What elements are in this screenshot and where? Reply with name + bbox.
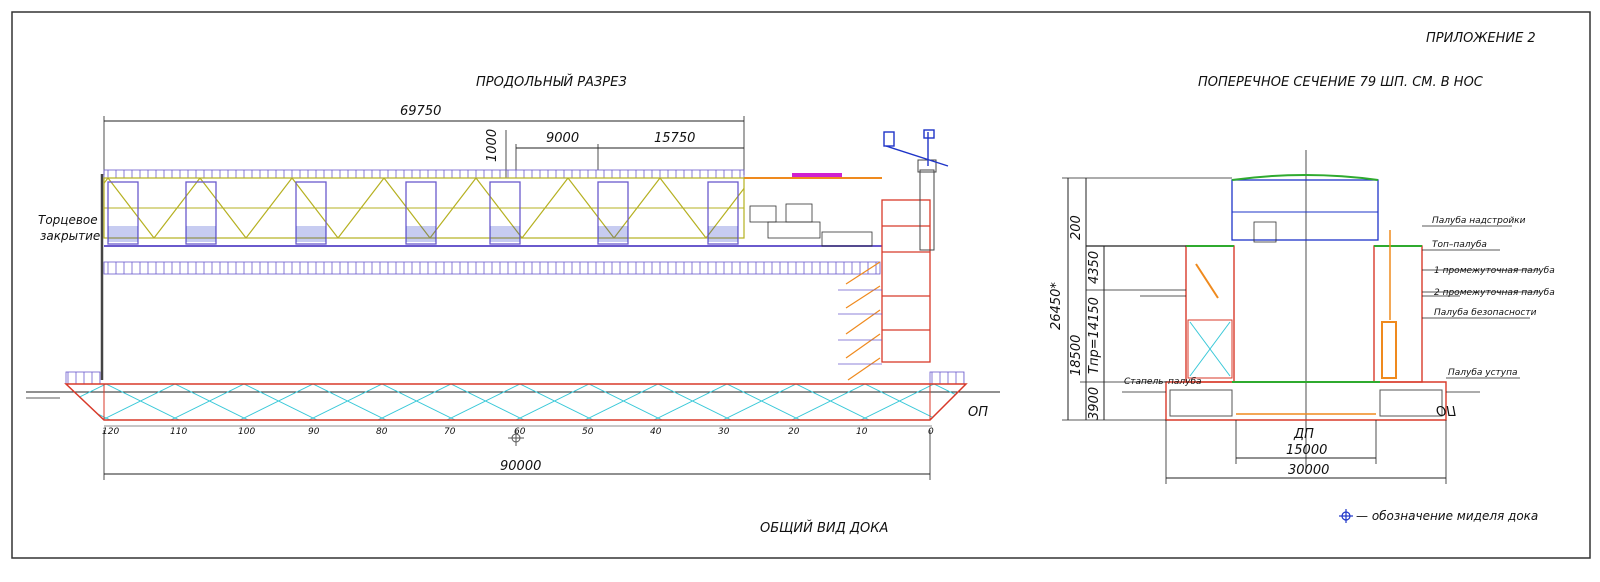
- end-closure-label-1: Торцевое: [38, 213, 98, 227]
- frame-100: 100: [238, 427, 255, 437]
- appendix-label: ПРИЛОЖЕНИЕ 2: [1426, 31, 1536, 46]
- deck-intermediate-2: 2 промежуточная палуба: [1434, 288, 1555, 298]
- dim-1000: 1000: [485, 129, 500, 162]
- op-label-longitudinal: ОП: [968, 405, 988, 420]
- frame-20: 20: [788, 427, 800, 437]
- dim-tpr: Tпр=14150: [1087, 297, 1102, 374]
- frame-120: 120: [102, 427, 119, 437]
- top-deck-rail: [103, 261, 881, 275]
- dim-9000: 9000: [546, 131, 579, 146]
- magenta-marker: [792, 173, 842, 177]
- dim-90000: 90000: [500, 459, 541, 474]
- frame-80: 80: [376, 427, 388, 437]
- stapel-deck: Стапель–палуба: [1124, 377, 1202, 387]
- dim-200: 200: [1069, 215, 1084, 240]
- dim-26450: 26450*: [1049, 282, 1064, 330]
- dim-30000: 30000: [1288, 463, 1329, 478]
- dim-18500: 18500: [1069, 335, 1084, 376]
- pontoon-hull: [64, 383, 968, 421]
- wing-towers: [1185, 245, 1423, 383]
- sheet-border: [11, 11, 1591, 559]
- longitudinal-title: ПРОДОЛЬНЫЙ РАЗРЕЗ: [476, 74, 627, 90]
- frame-0: 0: [928, 427, 934, 437]
- longitudinal-section: ПРОДОЛЬНЫЙ РАЗРЕЗ 69750 1000 9000 15750: [26, 74, 1000, 536]
- cross-section-title: ПОПЕРЕЧНОЕ СЕЧЕНИЕ 79 ШП. СМ. В НОС: [1198, 75, 1484, 90]
- deck-top: Топ–палуба: [1432, 240, 1487, 250]
- stairs: [845, 261, 881, 381]
- midship-symbol-icon: [508, 430, 524, 446]
- frame-90: 90: [308, 427, 320, 437]
- frame-60: 60: [514, 427, 526, 437]
- tower-crane: [883, 129, 949, 167]
- superstructure: [1231, 179, 1379, 241]
- machinery: [749, 203, 873, 247]
- dim-69750: 69750: [400, 104, 441, 119]
- dim-4350: 4350: [1087, 251, 1102, 284]
- end-closure-label-2: закрытие: [40, 229, 100, 243]
- deck-step: Палуба уступа: [1448, 368, 1518, 378]
- frame-70: 70: [444, 427, 456, 437]
- dp-label: ДП: [1293, 427, 1314, 442]
- frame-10: 10: [856, 427, 868, 437]
- deck-superstructure: Палуба надстройки: [1432, 216, 1526, 226]
- deck-safety: Палуба безопасности: [1434, 308, 1537, 318]
- frame-numbers: 120 110 100 90 80 70 60 50 40 30 20 10 0: [102, 427, 934, 437]
- frame-110: 110: [170, 427, 187, 437]
- frame-50: 50: [582, 427, 594, 437]
- dim-15000: 15000: [1286, 443, 1327, 458]
- crane-trolleys: [107, 181, 739, 245]
- frame-40: 40: [650, 427, 662, 437]
- cross-section: ПОПЕРЕЧНОЕ СЕЧЕНИЕ 79 ШП. СМ. В НОС: [1049, 75, 1555, 523]
- frame-30: 30: [718, 427, 730, 437]
- deck-intermediate-1: 1 промежуточная палуба: [1434, 266, 1555, 276]
- legend-text: — обозначение миделя дока: [1356, 509, 1538, 523]
- dim-15750: 15750: [654, 131, 695, 146]
- dim-3900: 3900: [1087, 387, 1102, 420]
- footer-title: ОБЩИЙ ВИД ДОКА: [760, 520, 888, 536]
- op-label-cross: ОП: [1436, 402, 1456, 417]
- legend-midship-symbol-icon: [1339, 509, 1353, 523]
- tower: [881, 199, 931, 363]
